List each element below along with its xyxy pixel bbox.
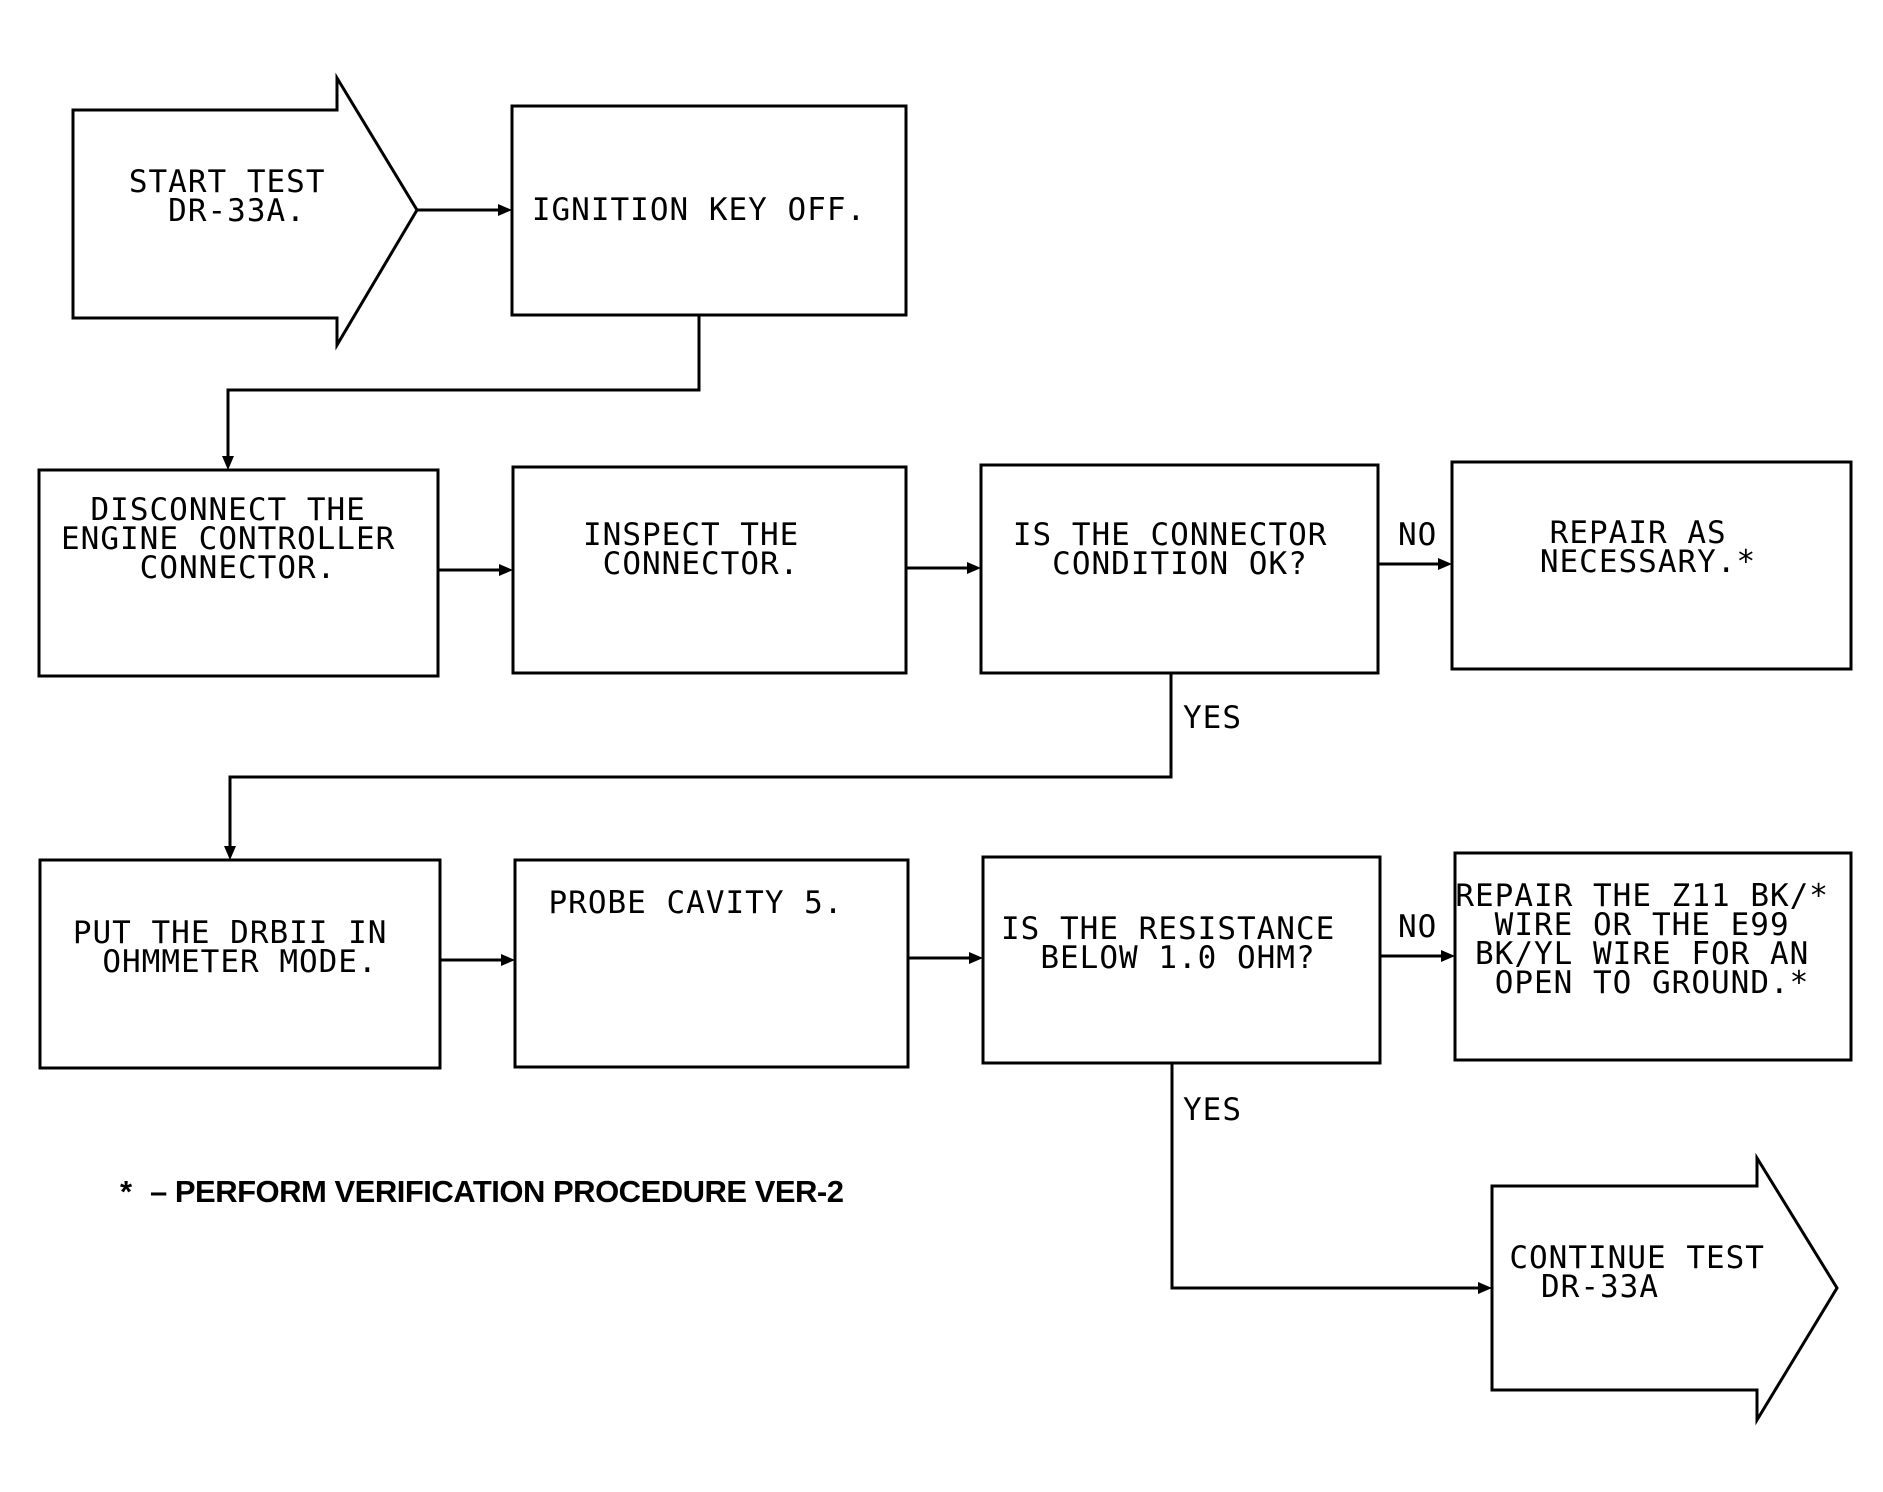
repair-wire-line-3: BK/YL WIRE FOR AN: [1475, 936, 1809, 972]
edge-label-yes-1: YES: [1183, 700, 1242, 736]
continue-arrow-shape: [1490, 1152, 1839, 1426]
ignition-off-node: IGNITION KEY OFF.: [510, 104, 908, 317]
resistance-check-line-1: IS THE RESISTANCE: [1001, 911, 1335, 947]
disconnect-line-3: CONNECTOR.: [140, 550, 337, 586]
repair-necessary-line-2: NECESSARY.*: [1540, 544, 1756, 580]
start-line-1: START TEST: [129, 164, 326, 200]
edge-label-no-1: NO: [1398, 517, 1437, 553]
footnote-text: – PERFORM VERIFICATION PROCEDURE VER-2: [150, 1174, 844, 1209]
arrowhead-icon: [969, 952, 983, 964]
connector-condition-node: IS THE CONNECTOR CONDITION OK?: [979, 463, 1380, 675]
footnote-star: *: [120, 1174, 133, 1209]
connector-condition-line-1: IS THE CONNECTOR: [1013, 517, 1328, 553]
arrowhead-icon: [1478, 1282, 1492, 1294]
probe-cavity-label: PROBE CAVITY 5.: [549, 885, 844, 921]
repair-wire-line-4: OPEN TO GROUND.*: [1495, 965, 1810, 1001]
repair-necessary-node: REPAIR AS NECESSARY.*: [1450, 460, 1853, 671]
disconnect-line-1: DISCONNECT THE: [91, 492, 366, 528]
arrowhead-icon: [498, 204, 512, 216]
repair-wire-line-2: WIRE OR THE E99: [1495, 907, 1790, 943]
ohmmeter-mode-label: PUT THE DRBII IN OHMMETER MODE.: [73, 915, 407, 980]
edge-condition-yes: [228, 673, 1173, 848]
connector-condition-line-2: CONDITION OK?: [1052, 546, 1308, 582]
edge-label-no-2: NO: [1398, 909, 1437, 945]
resistance-check-node: IS THE RESISTANCE BELOW 1.0 OHM?: [981, 855, 1382, 1065]
ignition-off-line-1: IGNITION KEY OFF.: [532, 192, 866, 228]
resistance-check-line-2: BELOW 1.0 OHM?: [1040, 940, 1315, 976]
ohmmeter-mode-box: [38, 858, 442, 1070]
repair-wire-box: [1453, 851, 1853, 1062]
repair-necessary-label: REPAIR AS NECESSARY.*: [1540, 515, 1756, 580]
repair-wire-label: REPAIR THE Z11 BK/* WIRE OR THE E99 BK/Y…: [1455, 878, 1848, 1001]
repair-necessary-line-1: REPAIR AS: [1550, 515, 1727, 551]
probe-cavity-line-1: PROBE CAVITY 5.: [549, 885, 844, 921]
disconnect-label: DISCONNECT THE ENGINE CONTROLLER CONNECT…: [61, 492, 415, 586]
start-line-2: DR-33A.: [168, 193, 306, 229]
ignition-off-box: [510, 104, 908, 317]
ohmmeter-mode-node: PUT THE DRBII IN OHMMETER MODE.: [38, 858, 442, 1070]
inspect-line-1: INSPECT THE: [583, 517, 799, 553]
ohmmeter-mode-line-2: OHMMETER MODE.: [102, 944, 377, 980]
inspect-label: INSPECT THE CONNECTOR.: [583, 517, 819, 582]
arrowhead-icon: [1438, 558, 1452, 570]
edge-ignition-to-disconnect: [226, 315, 701, 458]
arrowhead-icon: [222, 456, 234, 470]
arrowhead-icon: [501, 954, 515, 966]
disconnect-box: [37, 468, 440, 678]
inspect-line-2: CONNECTOR.: [603, 546, 800, 582]
probe-cavity-node: PROBE CAVITY 5.: [513, 858, 910, 1069]
probe-cavity-box: [513, 858, 910, 1069]
continue-line-2: DR-33A: [1541, 1269, 1659, 1305]
disconnect-line-2: ENGINE CONTROLLER: [61, 521, 395, 557]
inspect-box: [511, 465, 908, 675]
repair-necessary-box: [1450, 460, 1853, 671]
edge-label-yes-2: YES: [1183, 1092, 1242, 1128]
continue-line-1: CONTINUE TEST: [1509, 1240, 1765, 1276]
arrowhead-icon: [967, 562, 981, 574]
disconnect-node: DISCONNECT THE ENGINE CONTROLLER CONNECT…: [37, 468, 440, 678]
ignition-off-label: IGNITION KEY OFF.: [532, 192, 866, 228]
repair-wire-line-1: REPAIR THE Z11 BK/*: [1455, 878, 1829, 914]
continue-label: CONTINUE TEST DR-33A: [1509, 1240, 1784, 1305]
resistance-check-label: IS THE RESISTANCE BELOW 1.0 OHM?: [1001, 911, 1355, 976]
resistance-check-box: [981, 855, 1382, 1065]
continue-arrow-node: CONTINUE TEST DR-33A: [1490, 1152, 1839, 1426]
arrowhead-icon: [224, 846, 236, 860]
edge-resistance-yes: [1170, 1063, 1480, 1290]
connector-condition-box: [979, 463, 1380, 675]
arrowhead-icon: [499, 564, 513, 576]
repair-wire-node: REPAIR THE Z11 BK/* WIRE OR THE E99 BK/Y…: [1453, 851, 1853, 1062]
connectors: [222, 204, 1492, 1294]
start-label: START TEST DR-33A.: [129, 164, 345, 229]
start-arrow-node: START TEST DR-33A.: [71, 72, 419, 351]
inspect-node: INSPECT THE CONNECTOR.: [511, 465, 908, 675]
start-arrow-shape: [71, 72, 419, 351]
footnote: * – PERFORM VERIFICATION PROCEDURE VER-2: [120, 1174, 844, 1209]
ohmmeter-mode-line-1: PUT THE DRBII IN: [73, 915, 388, 951]
connector-condition-label: IS THE CONNECTOR CONDITION OK?: [1013, 517, 1347, 582]
arrowhead-icon: [1441, 950, 1455, 962]
